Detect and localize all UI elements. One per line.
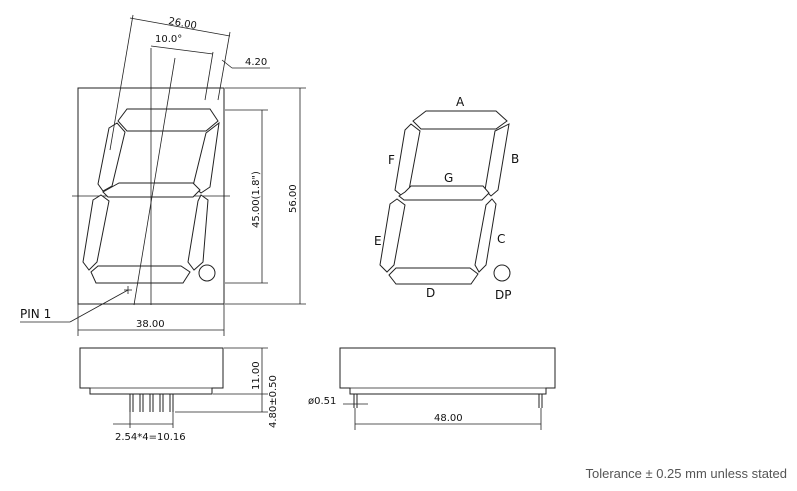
segment-b-label: B — [511, 152, 519, 166]
side-view-left: 2.54*4=10.16 11.00 4.80±0.50 — [79, 347, 279, 443]
side-body-outline — [79, 347, 224, 395]
dim-45-text: 45.00(1.8") — [251, 171, 262, 228]
dim-26-line — [129, 17, 231, 37]
front-segment-g — [102, 182, 201, 198]
dim-26-text: 26.00 — [167, 16, 197, 32]
segment-b — [484, 123, 510, 197]
front-view: 26.00 10.0° 4.20 45.00(1.8") 56.00 38.00… — [20, 14, 306, 336]
segment-layout: A B C D E F G DP — [374, 95, 519, 302]
segment-d — [388, 267, 479, 285]
dim-angle-text: 10.0° — [155, 34, 182, 45]
slant-right-extension — [217, 31, 231, 101]
front-segment-a — [117, 108, 219, 132]
dim-420-text: 4.20 — [245, 57, 267, 68]
dim-angle-line — [150, 45, 214, 55]
front-segment-c — [187, 194, 209, 271]
segment-e — [379, 198, 406, 273]
segment-a-label: A — [456, 95, 465, 109]
segment-c-label: C — [497, 232, 505, 246]
slant-left-extension — [109, 14, 134, 151]
front-segment-f — [97, 122, 126, 192]
side-view-right: ø0.51 48.00 — [308, 347, 556, 430]
front-digit — [82, 108, 220, 284]
segment-g-label: G — [444, 171, 453, 185]
dim-38-text: 38.00 — [136, 319, 165, 330]
segment-dp-label: DP — [495, 288, 511, 302]
side-right-body-outline — [339, 347, 556, 395]
segment-dp — [493, 264, 511, 282]
dim-diameter-text: ø0.51 — [308, 396, 336, 407]
dim-pitch-text: 2.54*4=10.16 — [115, 432, 186, 443]
dim-11-text: 11.00 — [251, 361, 262, 390]
dim-480-text: 4.80±0.50 — [268, 375, 279, 428]
side-pins — [129, 394, 174, 412]
slant-inner-extension — [204, 51, 214, 101]
segment-a — [412, 110, 508, 130]
segment-f-label: F — [388, 153, 395, 167]
tolerance-note: Tolerance ± 0.25 mm unless stated — [585, 466, 787, 481]
center-line-slanted — [133, 57, 176, 306]
front-segment-e — [82, 194, 110, 271]
segment-d-label: D — [426, 286, 435, 300]
pin1-leader-diagonal — [69, 289, 129, 323]
front-segment-b — [192, 121, 220, 194]
dim-48-text: 48.00 — [434, 413, 463, 424]
front-segment-d — [90, 265, 191, 284]
dim-56-text: 56.00 — [288, 184, 299, 213]
dim-420-leader — [221, 59, 233, 69]
segment-e-label: E — [374, 234, 382, 248]
pin1-label: PIN 1 — [20, 307, 51, 321]
segment-c — [474, 198, 497, 273]
front-decimal-point — [198, 264, 216, 282]
segment-g — [398, 185, 490, 201]
segment-f — [394, 123, 421, 197]
